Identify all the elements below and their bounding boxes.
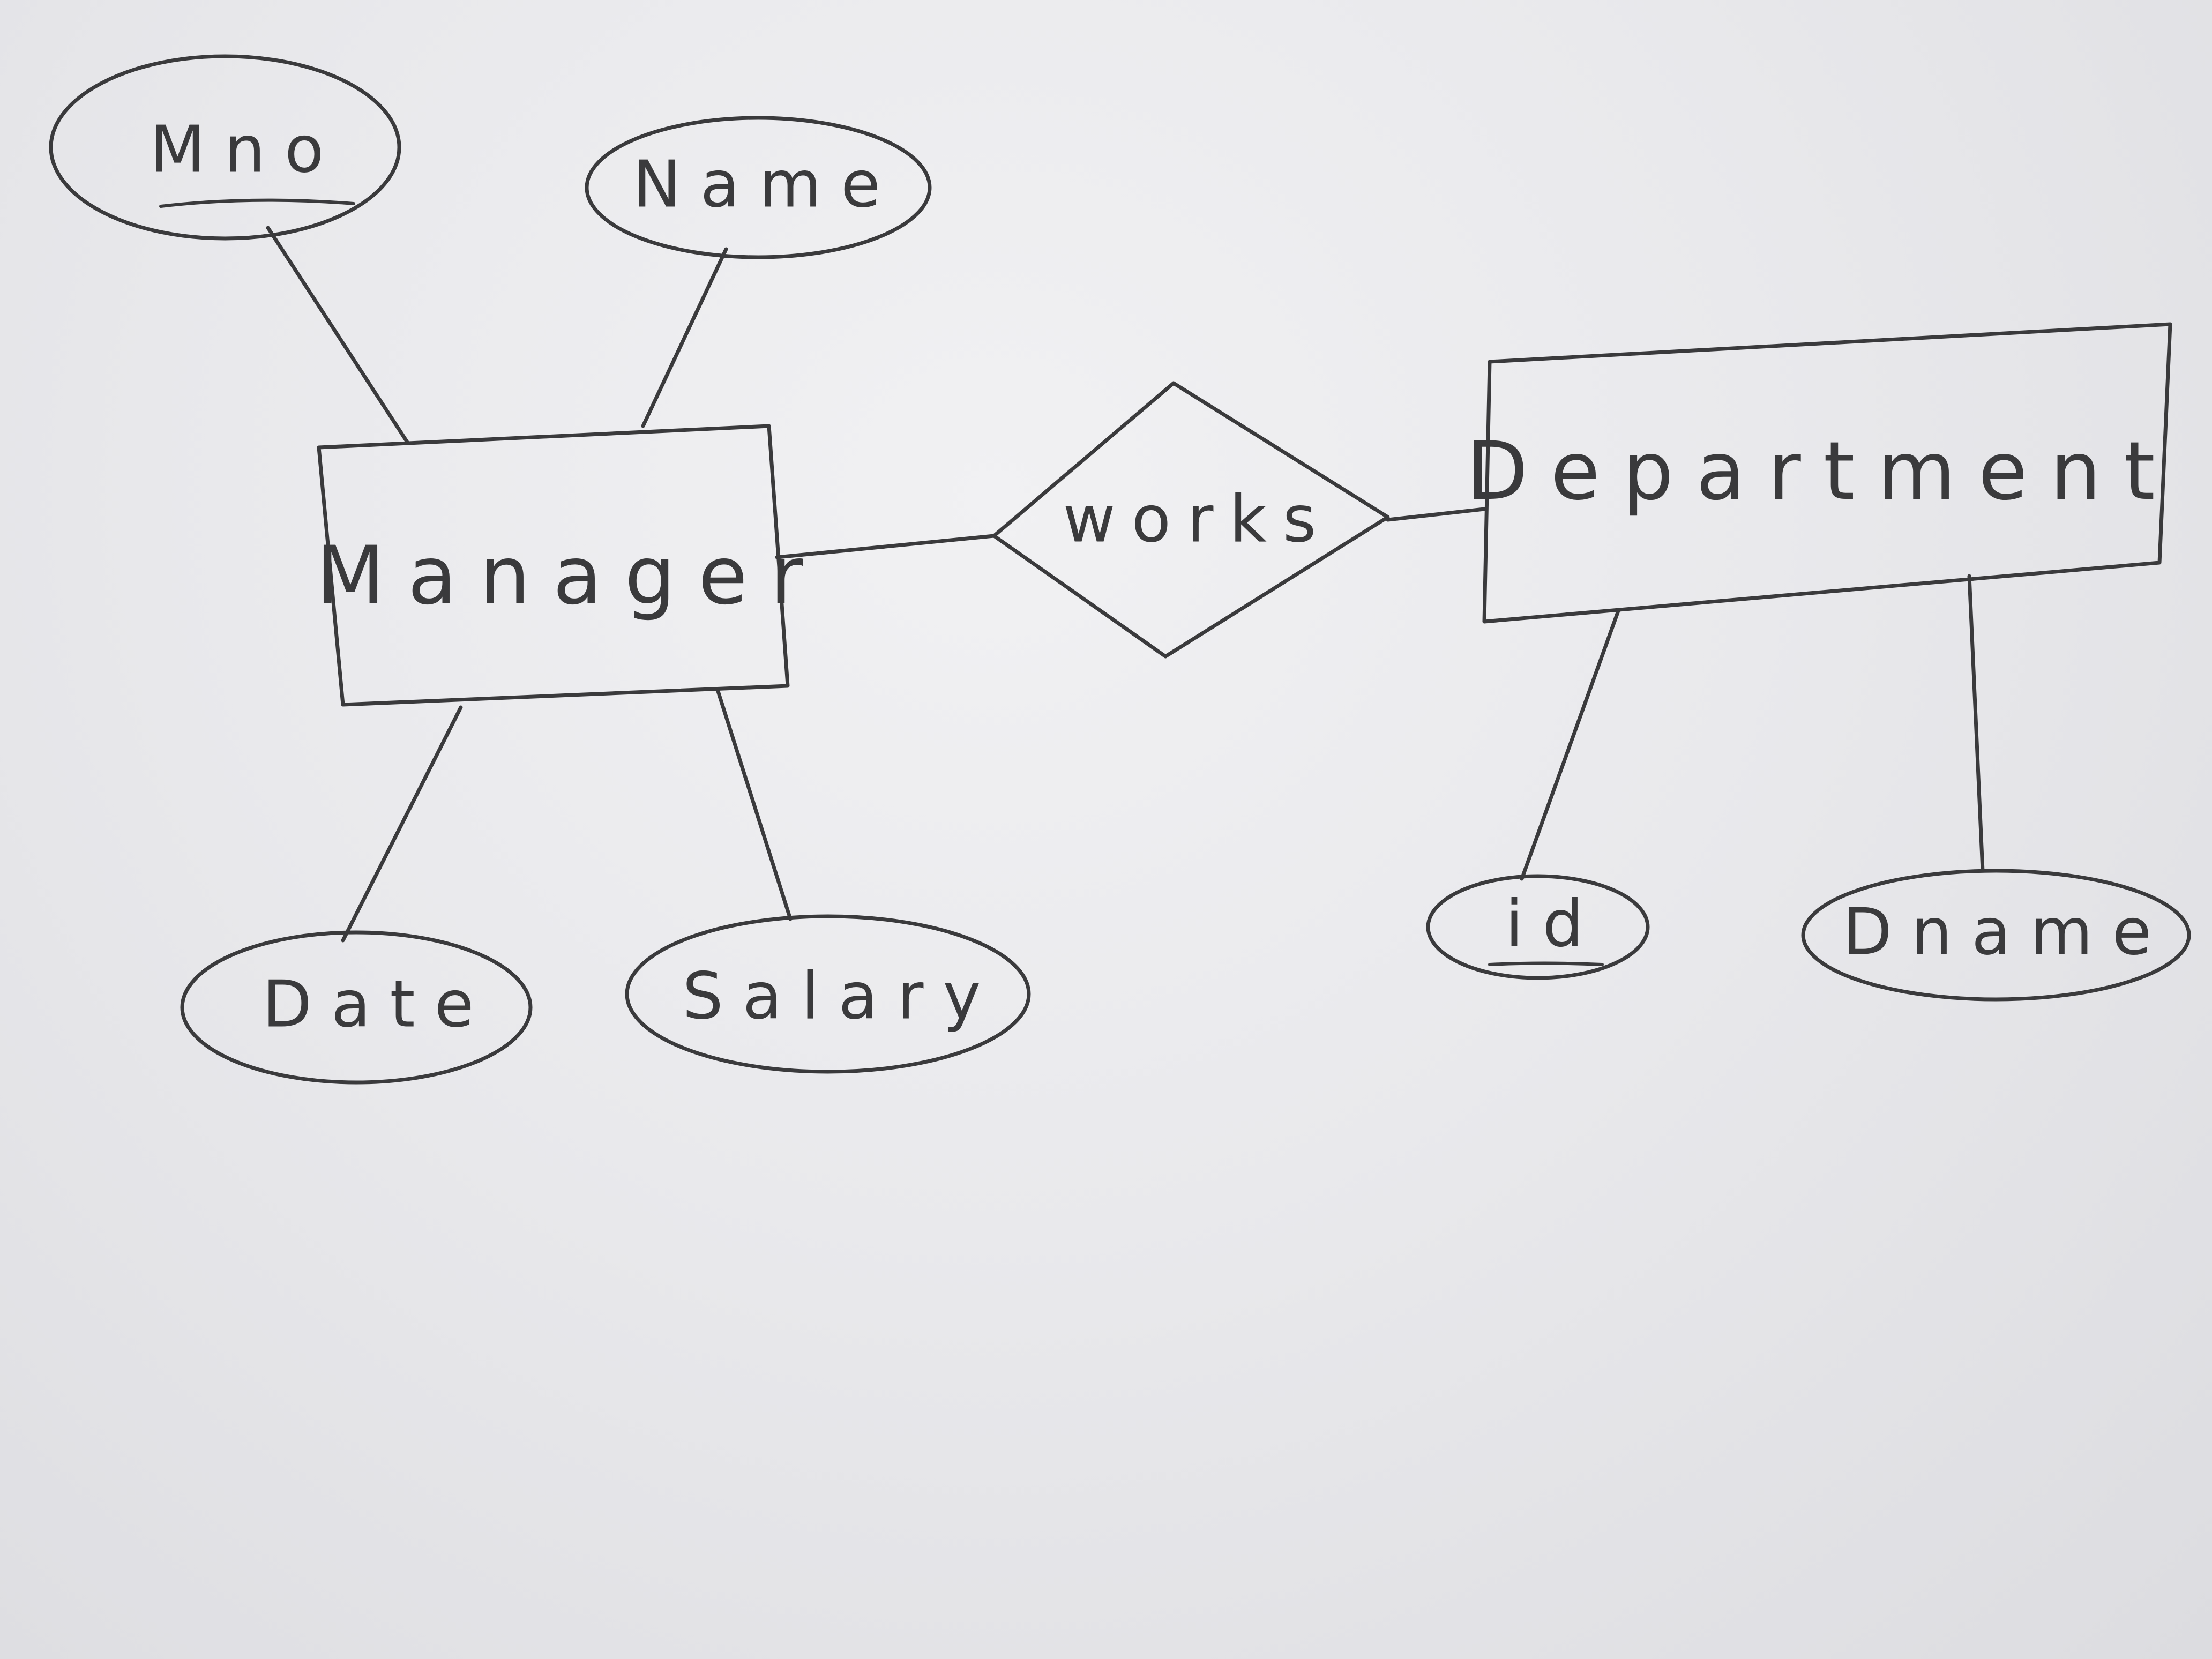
connector-manager-works — [775, 534, 996, 559]
attribute-salary-label: Salary — [683, 960, 1000, 1034]
connector-salary-manager — [716, 689, 793, 921]
attribute-salary: Salary — [625, 914, 1031, 1074]
attribute-salary-ellipse — [625, 914, 1031, 1074]
entity-department-box — [1482, 322, 2172, 624]
attribute-date: Date — [180, 930, 533, 1085]
relationship-works-diamond — [992, 381, 1390, 659]
connector-works-department — [1386, 507, 1486, 522]
connector-dname-department — [1967, 574, 1985, 873]
attribute-mno-label: Mno — [150, 113, 343, 188]
entity-department-label: Department — [1466, 425, 2178, 518]
attribute-dname-ellipse — [1801, 869, 2191, 1002]
attribute-mno-ellipse — [49, 54, 401, 241]
relationship-works: works — [992, 381, 1390, 659]
connector-id-department — [1520, 609, 1620, 881]
attribute-date-label: Date — [263, 968, 494, 1042]
entity-manager: Manager — [316, 424, 826, 707]
entity-manager-label: Manager — [316, 529, 826, 623]
connectors — [266, 226, 1985, 943]
attribute-id-label: id — [1505, 887, 1603, 962]
attribute-mno-key-underline — [159, 198, 355, 208]
entity-department: Department — [1466, 322, 2178, 624]
attribute-name: Name — [585, 116, 932, 259]
attribute-date-ellipse — [180, 930, 533, 1085]
connector-name-manager — [641, 247, 728, 428]
attribute-id-ellipse — [1426, 874, 1650, 980]
relationship-works-label: works — [1063, 483, 1333, 557]
attribute-id-key-underline — [1488, 961, 1604, 966]
attribute-dname-label: Dname — [1843, 895, 2171, 970]
attribute-mno: Mno — [49, 54, 401, 241]
attribute-id: id — [1426, 874, 1650, 980]
connector-date-manager — [341, 705, 463, 943]
entity-manager-box — [317, 424, 790, 707]
attribute-name-ellipse — [585, 116, 932, 259]
attribute-name-label: Name — [633, 148, 900, 222]
connector-mno-manager — [266, 226, 409, 444]
attribute-dname: Dname — [1801, 869, 2191, 1002]
